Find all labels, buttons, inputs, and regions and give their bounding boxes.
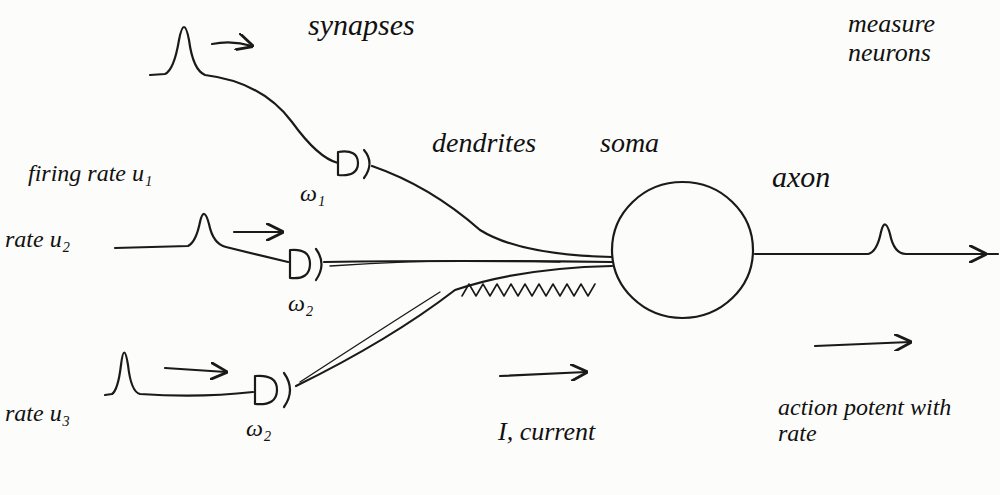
weight-label: ω₂ — [288, 290, 313, 316]
dendrite-3 — [296, 266, 612, 386]
dendrite-3b — [300, 292, 440, 382]
output-label: action potent with rate — [778, 394, 968, 447]
current-label: I, current — [498, 418, 595, 447]
input-label: rate u₂ — [5, 226, 70, 252]
synapse-bouton-1 — [338, 151, 358, 175]
axon-line — [755, 224, 998, 254]
input-axon-2 — [115, 214, 288, 262]
input-label: rate u₃ — [5, 400, 70, 426]
dendrite-1 — [372, 166, 612, 257]
part-label: axon — [772, 160, 830, 193]
current-arrow — [500, 372, 586, 376]
dendrite-hatching — [462, 284, 595, 296]
soma-outline — [610, 180, 755, 320]
synapse-cleft-2 — [316, 249, 322, 280]
synapse-cleft-3 — [284, 373, 290, 407]
input-axon-3 — [105, 353, 253, 396]
soma-circle: soma — [610, 180, 755, 320]
output-arrow — [815, 342, 910, 346]
input-label: firing rate u₁ — [28, 160, 152, 186]
note-label: measure neurons — [848, 10, 988, 67]
spike-arrow-2 — [234, 231, 282, 233]
synapse-bouton-3 — [255, 376, 277, 404]
weight-label: ω₁ — [300, 180, 325, 206]
input-axon-1 — [150, 27, 338, 163]
part-label: dendrites — [432, 128, 536, 159]
part-label: synapses — [308, 8, 415, 41]
spike-arrow-1 — [212, 42, 252, 46]
synapse-bouton-2 — [290, 250, 310, 278]
weight-label: ω₂ — [246, 415, 271, 441]
synapse-cleft-1 — [364, 150, 370, 178]
spike-arrow-3 — [165, 368, 226, 372]
node-heading: soma — [600, 128, 659, 159]
axon-arrow — [930, 253, 985, 255]
dendrite-2b — [330, 261, 560, 266]
